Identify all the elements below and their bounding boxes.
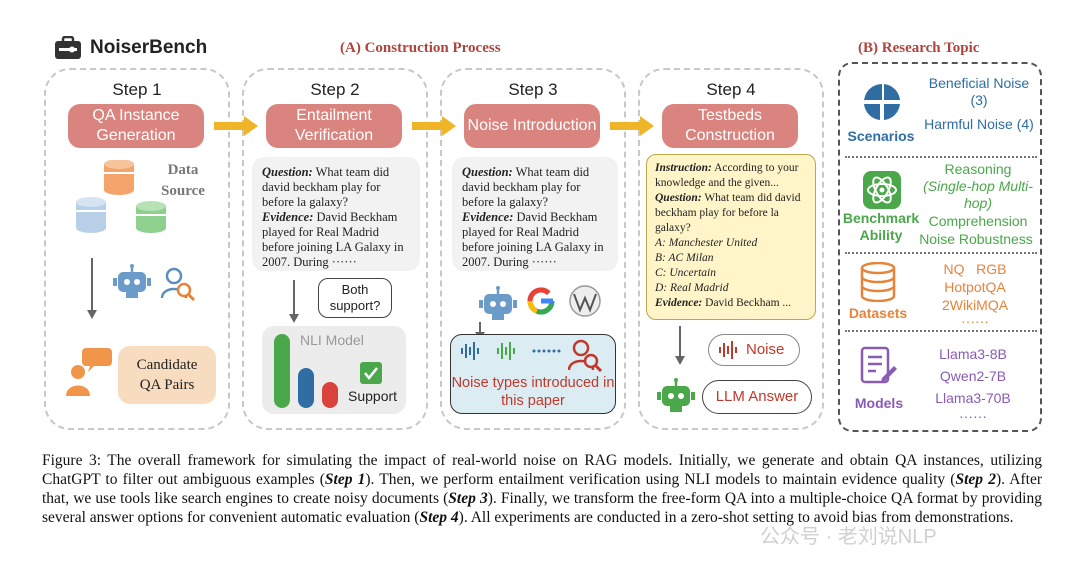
instruction-text: According to your knowledge and the give… [655, 162, 799, 189]
caption-text: ). Then, we perform entailment verificat… [365, 471, 956, 488]
arrow-down-icon [675, 326, 685, 365]
research-title: (B) Research Topic [858, 40, 980, 56]
evidence-label: Evidence: [262, 210, 314, 224]
evidence-text: David Beckham ... [702, 297, 792, 309]
evidence-label: Evidence: [655, 297, 703, 309]
step3-title: Step 3 [508, 80, 558, 99]
scenario-harmful: Harmful Noise (4) [924, 116, 1034, 132]
scenarios-label: Scenarios [847, 128, 915, 144]
question-text: What team did david beckham play for bef… [462, 165, 590, 209]
step2-title: Step 2 [310, 80, 360, 99]
atom-icon [863, 171, 901, 209]
arrow-right-icon [610, 116, 654, 136]
question-label: Question: [262, 165, 313, 179]
option-b: B: AC Milan [655, 252, 714, 264]
benchmark-label: Benchmark Ability [842, 210, 920, 243]
brand-name: NoiserBench [90, 37, 208, 58]
robot-icon [113, 264, 151, 298]
step1-title: Step 1 [112, 80, 162, 99]
checkbox-check-icon [360, 362, 382, 384]
robot-icon [479, 286, 517, 320]
ability-comprehension: Comprehension [928, 213, 1028, 229]
brand: NoiserBench [54, 36, 207, 60]
wikipedia-icon [569, 285, 601, 317]
arrow-down-icon [289, 280, 299, 323]
model-qwen2-7b: Qwen2-7B [939, 368, 1007, 384]
dataset-more: ······ [961, 313, 989, 329]
caption-text: ). All experiments are conducted in a ze… [458, 509, 1014, 526]
noise-label: Noise [746, 341, 785, 358]
google-icon [527, 287, 555, 315]
nli-model-title: NLI Model [300, 332, 364, 348]
option-c: C: Uncertain [655, 267, 717, 279]
caption-step-ref: Step 4 [419, 509, 459, 526]
database-icon [860, 262, 896, 302]
noise-types-text: Noise types introduced in this paper [451, 375, 615, 409]
question-label: Question: [655, 192, 702, 204]
dataset-2wikimqa: 2WikiMQA [941, 297, 1009, 313]
caption-text: Figure 3: The overall framework for simu… [42, 452, 1042, 488]
sound-wave-icon [461, 342, 561, 360]
caption-step-ref: Step 2 [955, 471, 996, 488]
dataset-hotpotqa: HotpotQA [944, 279, 1006, 295]
watermark: 公众号 · 老刘说NLP [760, 526, 937, 548]
step2-pill: Entailment Verification [266, 104, 402, 148]
bar-icon [274, 334, 338, 408]
llm-answer-chip: LLM Answer [702, 380, 812, 414]
question-label: Question: [462, 165, 513, 179]
candidate-qa-pairs: Candidate QA Pairs [118, 346, 216, 404]
step4-title: Step 4 [706, 80, 756, 99]
user-search-icon [568, 339, 602, 372]
sound-wave-icon [719, 341, 737, 359]
option-a: A: Manchester United [655, 237, 758, 249]
step3-pill: Noise Introduction [464, 104, 600, 148]
arrow-right-icon [214, 116, 258, 136]
mcq-prompt-card: Instruction: According to your knowledge… [646, 154, 816, 320]
caption-text: ). Finally, we transform the free-form Q… [42, 490, 1042, 526]
evidence-text: David Beckham played for Real Madrid bef… [462, 210, 604, 269]
model-llama3-8b: Llama3-8B [939, 346, 1007, 362]
robot-icon [657, 378, 695, 412]
datasets-label: Datasets [848, 305, 908, 321]
step4-pill: Testbeds Construction [662, 104, 798, 148]
evidence-text: David Beckham played for Real Madrid bef… [262, 210, 404, 269]
both-support-bubble: Both support? [318, 278, 392, 318]
models-label: Models [854, 395, 904, 411]
caption-step-ref: Step 3 [448, 490, 488, 507]
dataset-nq-rgb: NQ RGB [943, 261, 1007, 277]
question-text: What team did david beckham play for bef… [655, 192, 801, 234]
support-label: Support [348, 388, 398, 404]
question-text: What team did david beckham play for bef… [262, 165, 390, 209]
research-panel [838, 62, 1042, 432]
option-d: D: Real Madrid [655, 282, 729, 294]
instruction-label: Instruction: [655, 162, 712, 174]
ability-reasoning: Reasoning [944, 161, 1012, 177]
caption-text: ). After that, we use tools like search … [42, 471, 1042, 507]
divider [845, 330, 1037, 332]
ability-robustness: Noise Robustness [919, 231, 1033, 247]
figure-caption: Figure 3: The overall framework for simu… [42, 451, 1042, 527]
scenario-beneficial: Beneficial Noise (3) [928, 75, 1030, 108]
evidence-label: Evidence: [462, 210, 514, 224]
divider [845, 252, 1037, 254]
construction-title: (A) Construction Process [340, 40, 501, 56]
grid-icon [864, 84, 900, 120]
person-speaking-icon [66, 348, 112, 396]
arrow-right-icon [412, 116, 456, 136]
toolbox-icon [55, 36, 81, 59]
step1-pill: QA Instance Generation [68, 104, 204, 148]
model-more: ······ [959, 408, 987, 424]
qa-bubble-step3: Question: What team did david beckham pl… [452, 157, 618, 271]
data-source-label: Data Source [161, 162, 205, 199]
database-icon [76, 160, 166, 233]
caption-step-ref: Step 1 [324, 471, 366, 488]
ability-hops: (Single-hop Multi-hop) [923, 178, 1033, 211]
document-edit-icon [860, 346, 897, 384]
qa-bubble-step2: Question: What team did david beckham pl… [252, 157, 420, 271]
model-llama3-70b: Llama3-70B [935, 390, 1011, 406]
divider [845, 156, 1037, 158]
user-search-icon [160, 267, 196, 302]
arrow-down-icon [87, 258, 97, 319]
